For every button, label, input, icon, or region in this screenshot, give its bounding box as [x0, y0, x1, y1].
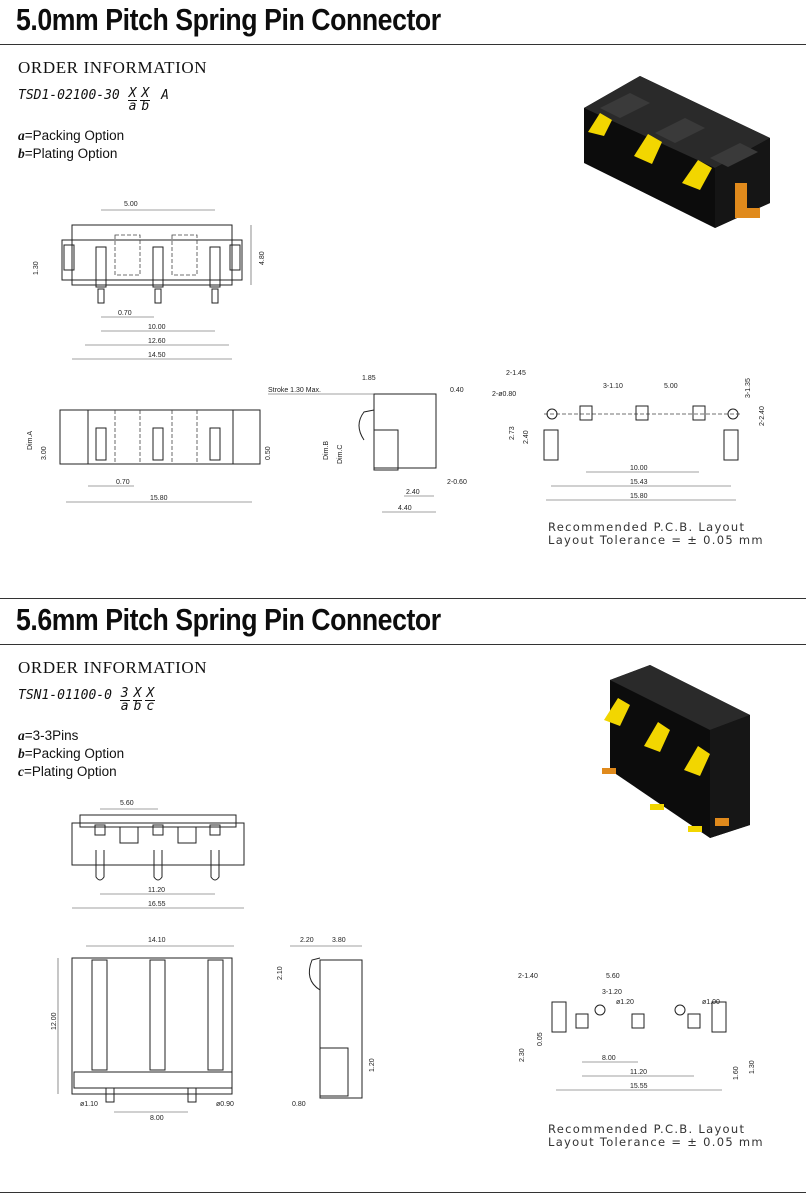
part-suffix: A — [161, 88, 169, 103]
dim-b-label: Dim.B — [323, 441, 330, 460]
pcb-dim-10: 15.43 — [630, 479, 648, 486]
pcb-dim-7: 2.40 — [523, 430, 530, 444]
product-render-5mm — [584, 76, 770, 228]
option-b: b=Packing Option — [18, 746, 125, 761]
option-b: b=Plating Option — [18, 146, 118, 161]
dim-side-220: 2.20 — [300, 937, 314, 944]
dim-front-height: 3.00 — [41, 446, 48, 460]
dim-side-080: 0.80 — [292, 1101, 306, 1108]
section-divider — [0, 598, 806, 599]
part-prefix: TSD1-02100-30 — [18, 88, 120, 103]
pcb-dim-5: ø1.00 — [702, 999, 720, 1006]
section-title: 5.0mm Pitch Spring Pin Connector — [16, 2, 441, 37]
top-view-5-6mm: 5.60 11.20 16.55 — [71, 800, 245, 909]
dim-side-210: 2.10 — [277, 966, 284, 980]
dim-side-120: 1.20 — [369, 1058, 376, 1072]
pcb-dim-4: ø1.20 — [616, 999, 634, 1006]
title-rule — [0, 44, 806, 45]
option-a: a=3-3Pins — [18, 728, 79, 743]
section-5mm: 5.0mm Pitch Spring Pin Connector ORDER I… — [0, 2, 806, 547]
pcb-dim-10: 15.55 — [630, 1083, 648, 1090]
dim-side-060: 2-0.60 — [447, 479, 467, 486]
layout-note: Recommended P.C.B. Layout — [548, 1122, 746, 1136]
dim-side-380: 3.80 — [332, 937, 346, 944]
tolerance-note: Layout Tolerance = ± 0.05 mm — [548, 533, 764, 547]
dim-hole-a: ø1.10 — [80, 1101, 98, 1108]
part-prefix: TSN1-01100-0 — [18, 688, 112, 703]
dim-width: 4.80 — [259, 251, 266, 265]
dim-outer: 12.60 — [148, 338, 166, 345]
dim-side-top: 1.85 — [362, 375, 376, 382]
dim-span: 11.20 — [148, 887, 165, 894]
pcb-dim-4: 5.00 — [664, 383, 678, 390]
pcb-dim-1: 2-1.45 — [506, 370, 526, 377]
pcb-layout-5mm: 2-1.45 2-ø0.80 3-1.10 5.00 3-1.35 2.73 2… — [492, 370, 766, 501]
dim-pitch: 5.00 — [124, 201, 138, 208]
dim-front-total: 15.80 — [150, 495, 168, 502]
pcb-dim-1: 2-1.40 — [518, 973, 538, 980]
side-view-5mm: 1.85 Stroke 1.30 Max. 0.40 Dim.B Dim.C 2… — [268, 375, 467, 513]
dim-front-offset: 0.70 — [116, 479, 130, 486]
dim-hole-b: ø0.90 — [216, 1101, 234, 1108]
pcb-dim-11: 1.60 — [733, 1066, 740, 1080]
pcb-dim-8: 8.00 — [602, 1055, 616, 1062]
dim-c-label: Dim.C — [337, 445, 344, 464]
pcb-notes: Recommended P.C.B. Layout Layout Toleran… — [548, 521, 764, 547]
order-heading: ORDER INFORMATION — [18, 658, 208, 677]
section-5-6mm: 5.6mm Pitch Spring Pin Connector ORDER I… — [0, 600, 806, 1200]
front-view-5mm: Dim.A 3.00 0.50 0.70 15.80 — [27, 409, 272, 503]
title-rule — [0, 644, 806, 645]
dim-height: 1.30 — [33, 261, 40, 275]
pcb-dim-6: 2.30 — [519, 1048, 526, 1062]
side-view-5-6mm: 2.20 3.80 2.10 1.20 0.80 — [277, 937, 376, 1108]
pcb-dim-5: 3-1.35 — [745, 378, 752, 398]
dim-span: 10.00 — [148, 324, 166, 331]
dim-side-440: 4.40 — [398, 505, 412, 512]
product-render-5-6mm — [602, 665, 750, 838]
dim-front-tab: 0.50 — [265, 446, 272, 460]
pcb-notes: Recommended P.C.B. Layout Layout Toleran… — [548, 1123, 764, 1149]
pcb-dim-9: 10.00 — [630, 465, 648, 472]
option-a: a=Packing Option — [18, 128, 125, 143]
bottom-rule — [0, 1192, 806, 1193]
dim-total: 14.50 — [148, 352, 166, 359]
pcb-layout-5-6mm: 2-1.40 5.60 3-1.20 ø1.20 ø1.00 2.30 0.05… — [518, 973, 756, 1091]
layout-note: Recommended P.C.B. Layout — [548, 520, 746, 534]
pin-columns — [95, 246, 221, 304]
dim-side-040: 0.40 — [450, 387, 464, 394]
dim-front-pitch: 8.00 — [150, 1115, 164, 1122]
dim-pitch: 5.60 — [120, 800, 134, 807]
dim-stroke: Stroke 1.30 Max. — [268, 387, 321, 394]
pcb-dim-3: 3-1.20 — [602, 989, 622, 996]
dim-side-240: 2.40 — [406, 489, 420, 496]
pcb-dim-2: 2-ø0.80 — [492, 391, 516, 398]
front-view-5-6mm: 14.10 12.00 ø1.10 8.00 ø0.90 — [51, 937, 234, 1122]
pcb-dim-3: 3-1.10 — [603, 383, 623, 390]
dim-pin-offset: 0.70 — [118, 310, 132, 317]
pcb-dim-6: 2.73 — [509, 426, 516, 440]
pcb-dim-2: 5.60 — [606, 973, 620, 980]
order-heading: ORDER INFORMATION — [18, 58, 208, 77]
section-title: 5.6mm Pitch Spring Pin Connector — [16, 602, 441, 637]
pcb-dim-11: 15.80 — [630, 493, 648, 500]
dim-total: 16.55 — [148, 901, 166, 908]
pcb-dim-8: 2-2.40 — [759, 406, 766, 426]
dim-front-width: 14.10 — [148, 937, 166, 944]
pcb-dim-9: 11.20 — [630, 1069, 647, 1076]
dim-front-height: 12.00 — [51, 1012, 58, 1030]
option-c: c=Plating Option — [18, 764, 117, 779]
dim-a-label: Dim.A — [27, 431, 34, 450]
tolerance-note: Layout Tolerance = ± 0.05 mm — [548, 1135, 764, 1149]
top-view-5mm: 5.00 1.30 4.80 0.70 10.00 12.60 14.50 — [33, 201, 266, 360]
pcb-dim-7: 0.05 — [537, 1032, 544, 1046]
pcb-dim-12: 1.30 — [749, 1060, 756, 1074]
